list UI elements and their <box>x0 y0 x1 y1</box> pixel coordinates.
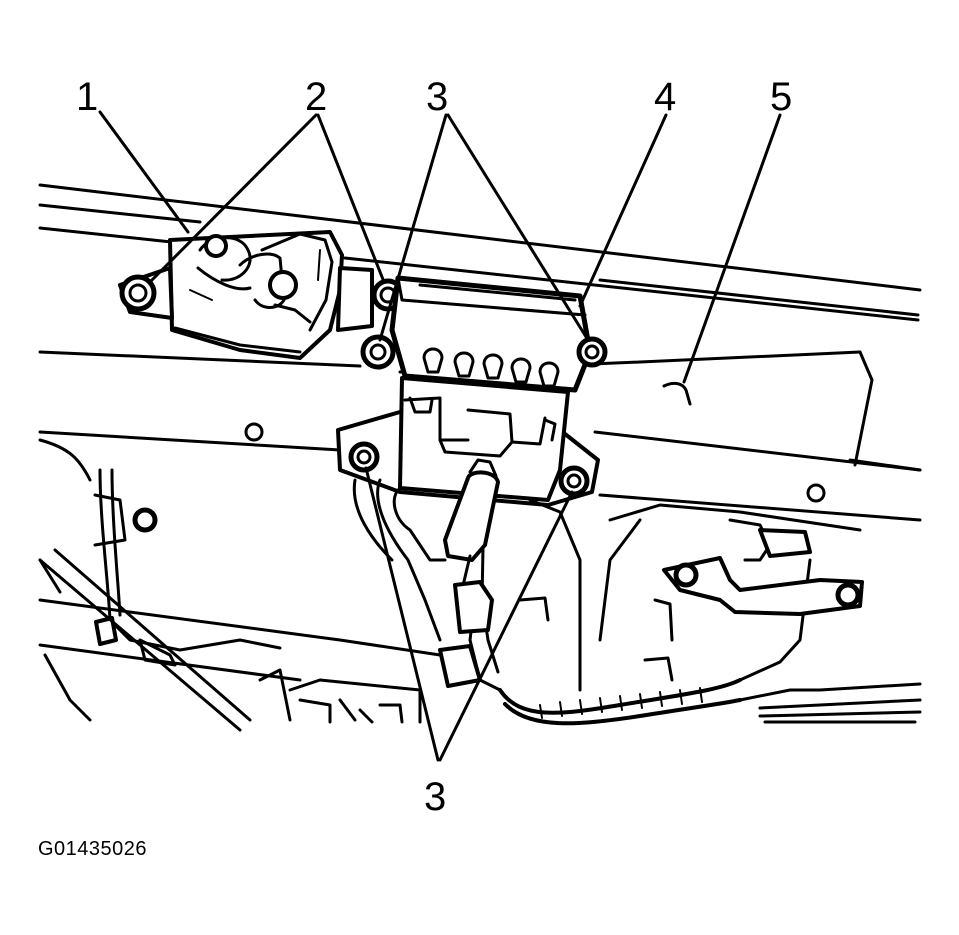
leader-3-top-a <box>378 113 448 342</box>
callout-5: 5 <box>770 75 792 119</box>
figure-id: G01435026 <box>38 838 148 860</box>
leader-2a <box>148 113 318 284</box>
callout-1: 1 <box>76 75 98 119</box>
connector-pins <box>422 347 560 388</box>
leader-3-top-b <box>446 113 590 342</box>
module-bolt-lower-right <box>558 465 590 497</box>
latch-bolt-left <box>119 274 157 312</box>
module-bolt-lower-left <box>348 441 380 473</box>
leader-1 <box>98 110 190 234</box>
lower-left-structure <box>38 438 582 732</box>
module-bolt-upper-left <box>360 334 396 370</box>
leader-3-bottom-a <box>364 466 440 762</box>
callout-3-bottom: 3 <box>424 775 446 819</box>
leader-3-bottom-b <box>438 490 574 762</box>
leader-lines <box>98 110 782 762</box>
leader-5 <box>682 113 782 384</box>
callout-4: 4 <box>654 75 676 119</box>
leader-5-tail <box>662 381 692 406</box>
latch-assembly <box>118 230 374 360</box>
wiring-harness <box>352 458 922 726</box>
leader-4 <box>578 113 668 308</box>
callout-3-top: 3 <box>426 75 448 119</box>
right-bracket <box>598 503 864 682</box>
control-module <box>336 275 600 507</box>
leader-2b <box>316 113 386 284</box>
module-bolt-upper-right <box>576 336 608 368</box>
callout-2: 2 <box>305 75 327 119</box>
